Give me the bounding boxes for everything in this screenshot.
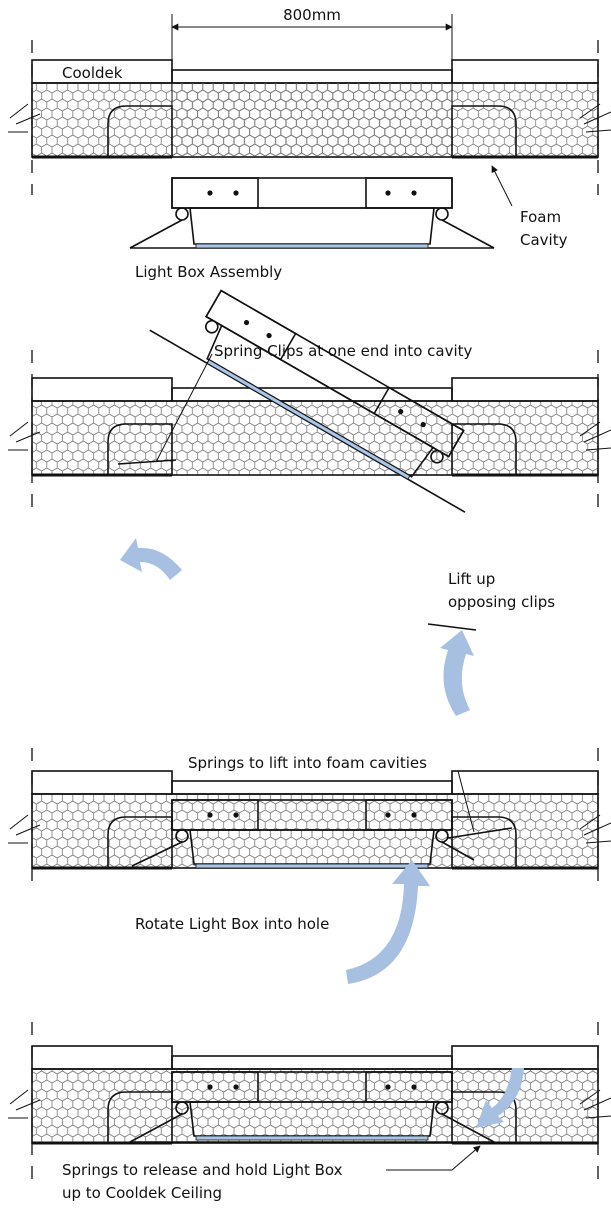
rotate-arrow <box>346 860 430 984</box>
cooldek-slab <box>0 748 611 890</box>
rotate-arrow-left <box>120 538 182 580</box>
panel-step-2: Spring Clips at one end into cavity Lift… <box>0 289 611 716</box>
springs-lift-label: Springs to lift into foam cavities <box>188 754 427 772</box>
cooldek-slab <box>0 1022 611 1185</box>
cooldek-label: Cooldek <box>62 64 123 82</box>
panel-step-1: 800mm <box>0 6 611 281</box>
light-box-assembly <box>129 177 495 249</box>
lift-arrow-right <box>440 630 474 716</box>
cavity-label: Cavity <box>520 231 568 249</box>
panel-step-4: Springs to release and hold Light Box up… <box>0 1022 611 1202</box>
cooldek-slab <box>0 40 611 195</box>
foam-label: Foam <box>520 208 561 226</box>
opposing-clips-label: opposing clips <box>448 593 555 611</box>
light-box-installed <box>129 1071 495 1143</box>
lift-up-label: Lift up <box>448 570 495 588</box>
spring-clips-label: Spring Clips at one end into cavity <box>214 342 472 360</box>
dimension-label: 800mm <box>283 6 341 24</box>
rotate-light-box-label: Rotate Light Box into hole <box>135 915 329 933</box>
panel-step-3: Springs to lift into foam cavities Rotat… <box>0 748 611 984</box>
cooldek-ceiling-label: up to Cooldek Ceiling <box>62 1184 222 1202</box>
dimension-800mm: 800mm <box>171 6 453 60</box>
light-box-assembly-label: Light Box Assembly <box>135 263 282 281</box>
springs-release-label: Springs to release and hold Light Box <box>62 1161 343 1179</box>
light-box-in-hole <box>131 799 513 869</box>
release-arrow <box>476 1068 524 1128</box>
light-box-tilted <box>149 289 466 513</box>
